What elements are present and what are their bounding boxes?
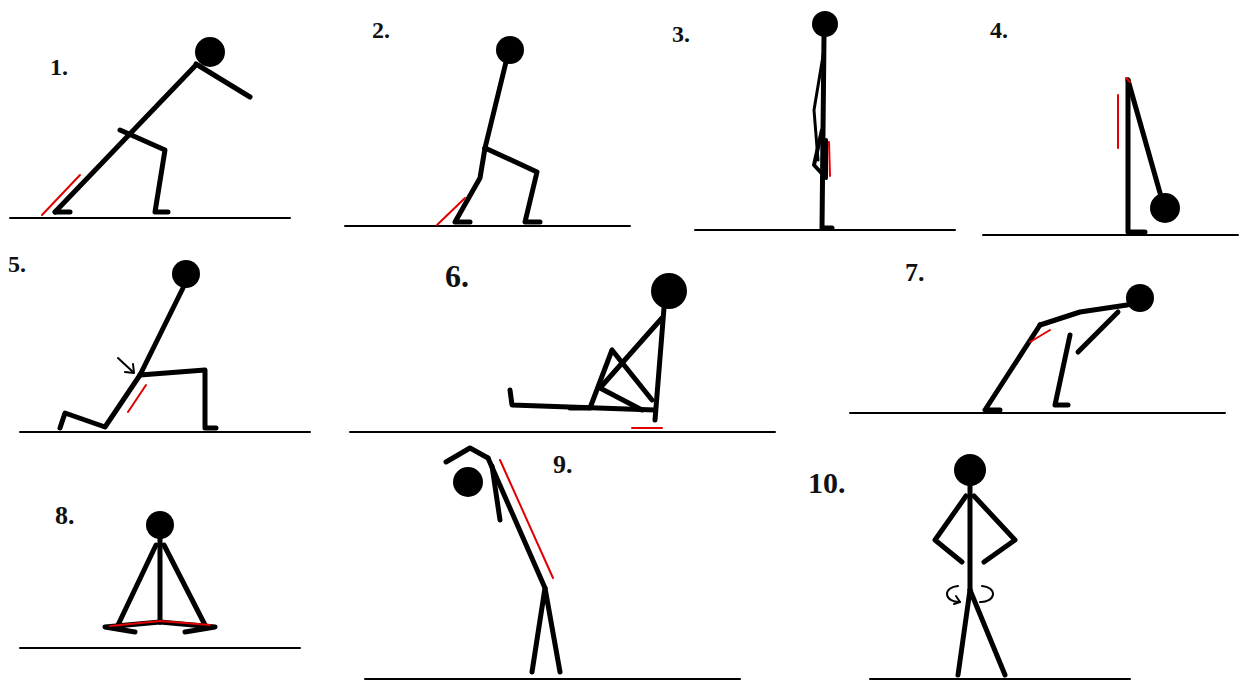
- stretch-figure-2: [437, 36, 540, 225]
- stretch-figure-5: [60, 260, 216, 428]
- stretch-figure-8: [105, 511, 215, 632]
- callout-number: 5.: [8, 252, 26, 276]
- stretch-figure-10: [935, 454, 1015, 675]
- stretch-figure-7: [985, 284, 1154, 410]
- callout-number: 4.: [990, 18, 1008, 42]
- callout-number: 10.: [808, 468, 846, 498]
- stretch-figure-9: [446, 448, 560, 672]
- stretch-figure-4: [1118, 78, 1180, 232]
- callout-number: 9.: [553, 452, 573, 478]
- stretch-figure-1: [42, 37, 250, 215]
- stretch-figure-6: [510, 273, 687, 428]
- callout-number: 1.: [50, 55, 68, 79]
- ground-lines: [10, 218, 1238, 679]
- stretch-figure-3: [812, 11, 838, 228]
- callout-number: 3.: [672, 22, 690, 46]
- callout-number: 7.: [905, 260, 925, 286]
- callout-number: 8.: [55, 503, 75, 529]
- callout-number: 2.: [372, 18, 390, 42]
- callout-number: 6.: [445, 260, 469, 292]
